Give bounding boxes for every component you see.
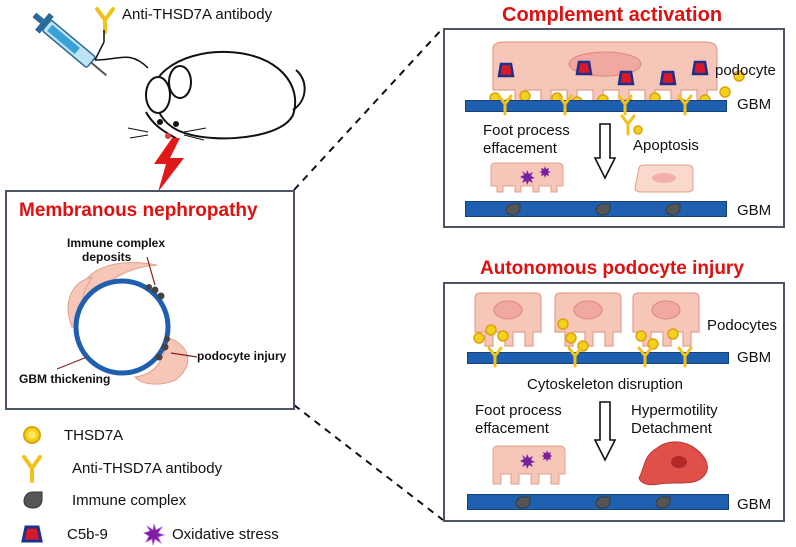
gbm-label-complement-top: GBM bbox=[737, 96, 772, 113]
gbm-thickening-label: GBM thickening bbox=[19, 372, 111, 386]
foot-process-line1: Foot process bbox=[483, 122, 570, 139]
legend-antibody-icon bbox=[22, 455, 42, 483]
complement-panel: podocyte GBM Foot process effacement Apo… bbox=[443, 28, 785, 228]
glomerulus-diagram bbox=[56, 256, 198, 385]
effaced-podocyte-auto bbox=[492, 445, 566, 485]
gbm-ring bbox=[73, 278, 171, 376]
antibodies-top bbox=[497, 94, 693, 116]
legend-oxidative: Oxidative stress bbox=[172, 526, 279, 543]
cytoskeleton-label: Cytoskeleton disruption bbox=[527, 376, 683, 393]
autonomous-title: Autonomous podocyte injury bbox=[480, 258, 744, 279]
podocyte-injury-label: podocyte injury bbox=[197, 349, 287, 363]
immune-complexes-auto-bottom bbox=[515, 496, 671, 509]
antibody-top-icon bbox=[95, 7, 115, 34]
legend-immune-complex-icon bbox=[23, 491, 43, 509]
detachment-label: Detachment bbox=[631, 420, 712, 437]
membranous-panel: Membranous nephropathy Immune complex de… bbox=[5, 190, 295, 410]
gbm-bar-autonomous-top bbox=[467, 352, 729, 364]
c5b9-markers bbox=[497, 60, 709, 86]
connector-bottom bbox=[293, 404, 444, 521]
legend-c5b9: C5b-9 bbox=[67, 526, 108, 543]
gbm-label-autonomous-top: GBM bbox=[737, 349, 772, 366]
detached-cell bbox=[638, 441, 708, 486]
thsd7a-antigens-bottom bbox=[473, 318, 679, 352]
legend-oxidative-icon bbox=[143, 523, 166, 546]
immune-deposits bbox=[146, 284, 170, 361]
down-arrow-autonomous bbox=[593, 401, 617, 462]
legend-c5b9-icon bbox=[21, 525, 43, 543]
immune-complex-line1: Immune complex bbox=[67, 236, 166, 250]
podocyte-label: podocyte bbox=[715, 62, 776, 79]
free-antibody-icon bbox=[620, 114, 643, 136]
podocyte-cluster-top bbox=[67, 262, 189, 385]
effaced-podocyte bbox=[490, 162, 564, 193]
legend-thsd7a: THSD7A bbox=[64, 427, 124, 444]
down-arrow-complement bbox=[593, 123, 617, 180]
hypermotility-label: Hypermotility bbox=[631, 402, 718, 419]
autonomous-panel: Podocytes GBM Cytoskeleton disruption Fo… bbox=[443, 282, 785, 522]
foot-process-line2: effacement bbox=[483, 140, 557, 157]
foot-process-auto-line1: Foot process bbox=[475, 402, 562, 419]
antibodies-bottom bbox=[487, 346, 693, 368]
legend-antibody: Anti-THSD7A antibody bbox=[72, 460, 223, 477]
gbm-bar-top bbox=[465, 100, 727, 112]
mouse-icon bbox=[127, 50, 306, 141]
immune-complex-line2: deposits bbox=[82, 250, 132, 264]
gbm-label-complement-bottom: GBM bbox=[737, 202, 772, 219]
gbm-label-autonomous-bottom: GBM bbox=[737, 496, 772, 513]
legend-immune-complex: Immune complex bbox=[72, 492, 187, 509]
membranous-title: Membranous nephropathy bbox=[19, 200, 258, 221]
apoptosis-label: Apoptosis bbox=[633, 137, 699, 154]
podocytes-label: Podocytes bbox=[707, 317, 778, 334]
lightning-icon bbox=[154, 138, 184, 192]
foot-process-auto-line2: effacement bbox=[475, 420, 549, 437]
legend-thsd7a-icon bbox=[23, 426, 41, 444]
immune-complexes-bottom bbox=[505, 203, 681, 216]
complement-title: Complement activation bbox=[502, 4, 723, 26]
injection-line bbox=[94, 30, 149, 69]
syringe-icon bbox=[32, 12, 108, 77]
apoptotic-cell bbox=[634, 164, 694, 193]
antibody-label-top: Anti-THSD7A antibody bbox=[122, 6, 273, 23]
connector-top bbox=[293, 27, 444, 191]
